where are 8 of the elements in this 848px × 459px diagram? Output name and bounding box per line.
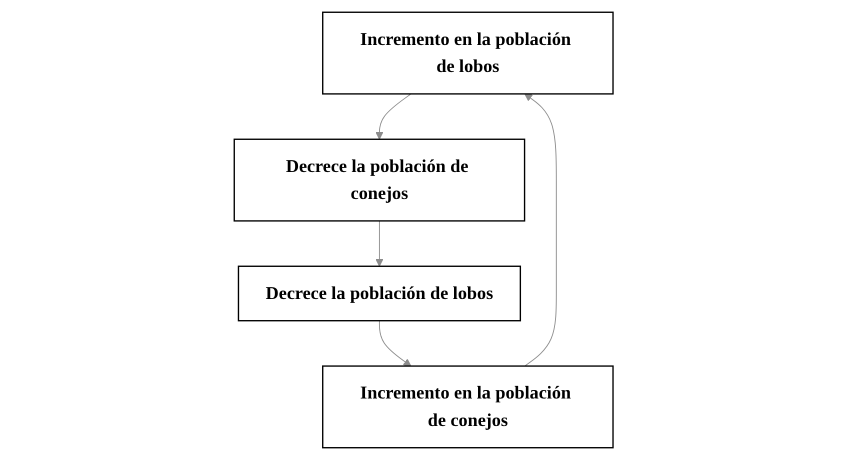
node-box: Incremento en la población de conejos [322, 364, 614, 448]
arrow [524, 93, 558, 366]
arrow [379, 320, 412, 366]
node-box: Decrece la población de conejos [234, 138, 526, 222]
node-box: Decrece la población de lobos [238, 265, 522, 321]
arrow [376, 92, 412, 140]
node-box: Incremento en la población de lobos [322, 11, 614, 94]
arrow [376, 220, 384, 266]
